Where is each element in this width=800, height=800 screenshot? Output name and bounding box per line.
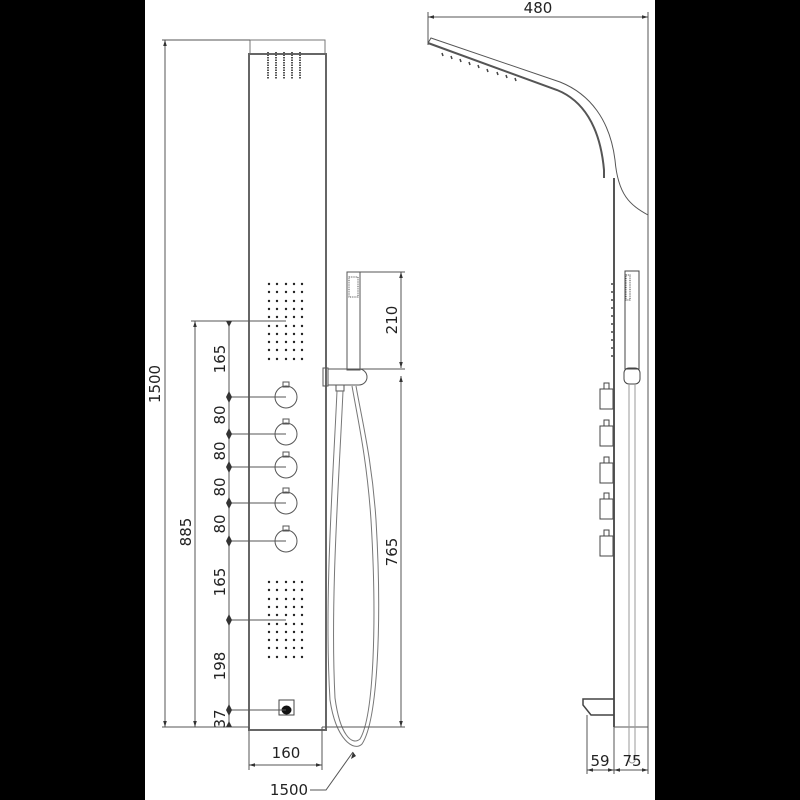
technical-drawing: 1500 885 165 80 80 80 80 165 198 37 160 … [146,0,649,799]
control-knob-3 [274,451,298,479]
spout-outlet [278,699,295,716]
dim-spacing-7: 198 [211,652,229,681]
dim-spacing-1: 165 [211,345,229,374]
control-knob-4 [274,487,298,515]
upper-body-jets [267,282,304,361]
dim-hand-shower: 210 [383,306,401,335]
side-knobs [599,382,614,557]
front-dimension-labels: 1500 885 165 80 80 80 80 165 198 37 160 … [146,306,401,799]
hand-shower [346,271,361,371]
side-view: 480 59 75 [427,0,649,774]
dim-spacing-3: 80 [211,441,229,460]
drawing-sheet: 1500 885 165 80 80 80 80 165 198 37 160 … [145,0,655,800]
side-jets [611,283,613,357]
dim-spout-depth: 59 [590,752,609,770]
control-knob-1 [274,381,298,409]
rain-head-jets [267,52,301,79]
front-dimension-lines [162,39,405,791]
hand-shower-holder [322,367,368,392]
dim-spacing-6: 165 [211,568,229,597]
dim-holder-height: 765 [383,538,401,567]
rain-nozzles [441,52,517,82]
head-arm-top [427,37,649,216]
side-hand-shower [623,270,641,764]
dim-panel-depth: 75 [622,752,641,770]
dim-spacing-8: 37 [211,709,229,728]
dim-spacing-4: 80 [211,477,229,496]
side-spout [582,698,614,716]
dim-panel-width: 160 [272,744,301,762]
dim-885: 885 [177,518,195,547]
dim-spacing-5: 80 [211,514,229,533]
head-arm-bottom [427,42,605,178]
hose [327,385,380,747]
dim-spacing-2: 80 [211,405,229,424]
panel-top-cap [249,39,326,55]
dim-head-reach: 480 [524,0,553,17]
dim-total-height: 1500 [146,365,164,403]
side-dimension-lines [427,12,649,774]
panel-body [248,53,327,731]
dim-hose-length: 1500 [270,781,308,799]
control-knob-5 [274,525,298,553]
front-view: 1500 885 165 80 80 80 80 165 198 37 160 … [146,39,405,799]
control-knob-2 [274,418,298,446]
